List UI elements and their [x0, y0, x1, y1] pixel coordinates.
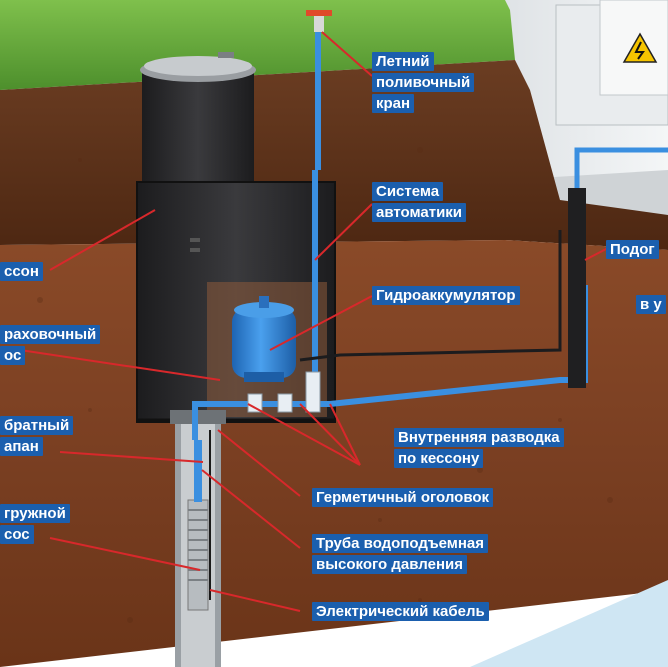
label-line: сос — [0, 525, 34, 544]
water-layer — [470, 580, 668, 667]
label-line: по кессону — [394, 449, 484, 468]
label-caisson: ссон — [0, 262, 43, 283]
label-electric-cable: Электрический кабель — [312, 602, 489, 623]
label-line: поливочный — [372, 73, 475, 92]
label-line: Внутренняя разводка — [394, 428, 564, 447]
hydroaccumulator-tank — [232, 296, 296, 382]
label-line: кран — [372, 94, 415, 113]
label-line: апан — [0, 437, 43, 456]
feed-pipe — [568, 147, 668, 388]
label-feed-line: Подог — [606, 240, 659, 261]
label-line: автоматики — [372, 203, 467, 222]
automation-cable — [299, 230, 562, 362]
leader-lines — [19, 31, 609, 612]
label-safety-pump: раховочный ос — [0, 325, 101, 367]
label-line: раховочный — [0, 325, 101, 344]
label-internal-wiring: Внутренняя разводка по кессону — [394, 428, 564, 470]
fittings — [247, 371, 321, 413]
label-line: ос — [0, 346, 26, 365]
label-line: гружной — [0, 504, 70, 523]
label-hydroaccumulator: Гидроаккумулятор — [372, 286, 520, 307]
label-line: Летний — [372, 52, 434, 71]
label-sealed-head: Герметичный оголовок — [312, 488, 494, 509]
label-summer-tap: Летний поливочный кран — [372, 52, 475, 115]
label-line: Электрический кабель — [312, 602, 489, 621]
label-riser-pipe: Труба водоподъемная высокого давления — [312, 534, 489, 576]
label-submersible-pump: гружной сос — [0, 504, 70, 546]
label-line: братный — [0, 416, 74, 435]
label-line: высокого давления — [312, 555, 467, 574]
summer-tap — [306, 10, 332, 32]
high-voltage-icon — [622, 32, 658, 63]
label-check-valve: братный апан — [0, 416, 74, 458]
label-line: Подог — [606, 240, 659, 259]
label-line: Гидроаккумулятор — [372, 286, 520, 305]
label-line: в у — [636, 295, 666, 314]
label-line: Герметичный оголовок — [312, 488, 494, 507]
label-line: Труба водоподъемная — [312, 534, 489, 553]
riser-pipe — [194, 440, 202, 502]
label-automation-system: Система автоматики — [372, 182, 467, 224]
label-feed-line-2: в у — [636, 295, 666, 316]
label-line: ссон — [0, 262, 43, 281]
submersible-pump — [187, 499, 209, 611]
label-line: Система — [372, 182, 444, 201]
